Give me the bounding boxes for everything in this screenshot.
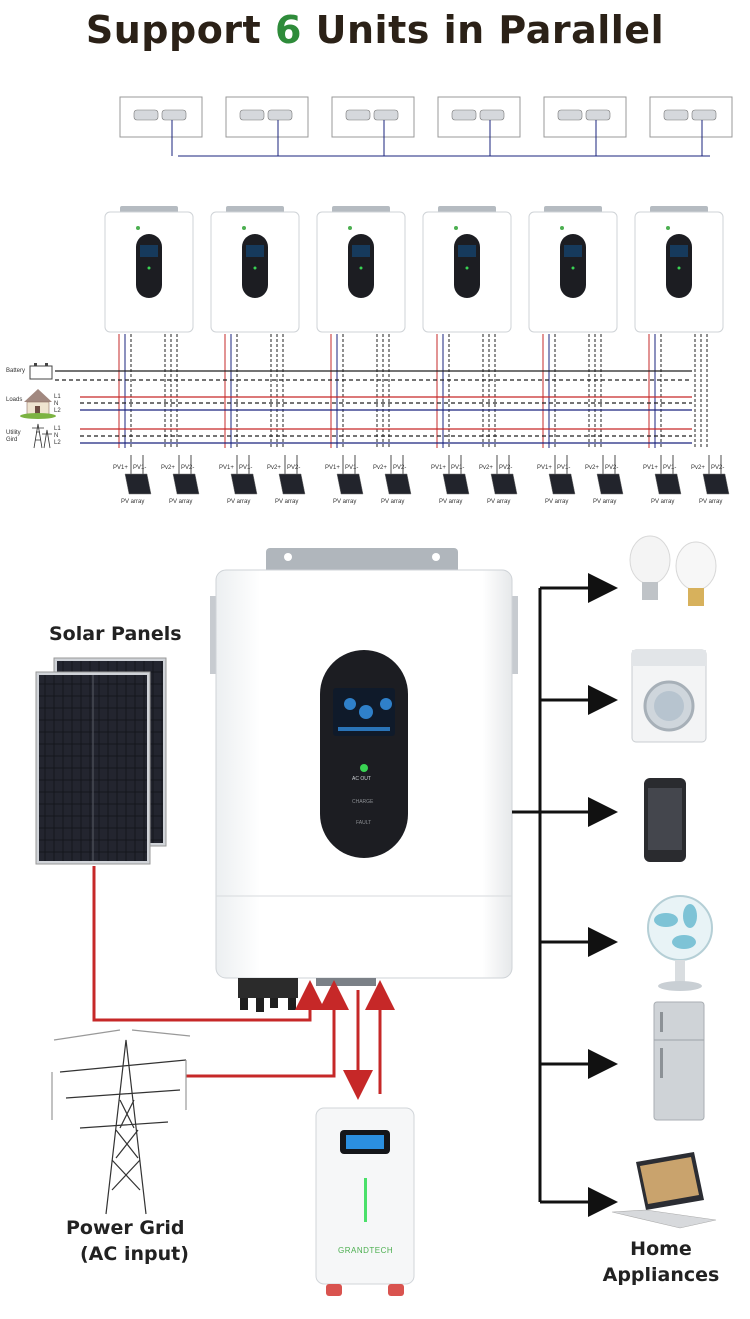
status-charge: CHARGE bbox=[352, 799, 374, 805]
laptop-icon bbox=[611, 1152, 717, 1229]
port-box bbox=[437, 96, 521, 156]
pv-array-label: PV array bbox=[651, 499, 675, 505]
pv-terminal-label: PV1+ bbox=[325, 465, 340, 471]
communication-ports bbox=[119, 96, 733, 157]
utility-tower-icon bbox=[32, 423, 52, 449]
pv-terminal-label: PV1+ bbox=[431, 465, 446, 471]
wire-label-l2-grid: L2 bbox=[54, 440, 61, 446]
battery-icon bbox=[29, 363, 53, 380]
smartphone-icon bbox=[644, 778, 686, 862]
pv-array-label: PV array bbox=[699, 499, 723, 505]
pv-terminal-label: Pv2+ bbox=[691, 465, 705, 471]
pv-array-label: PV array bbox=[545, 499, 569, 505]
pv-terminal-label: Pv2+ bbox=[161, 465, 175, 471]
parallel-inverter-unit bbox=[528, 206, 618, 448]
page-title: Support 6 Units in Parallel bbox=[0, 8, 750, 52]
pv-array-label: PV array bbox=[381, 499, 405, 505]
pv-array-label: PV array bbox=[169, 499, 193, 505]
battery-brand: GRANDTECH bbox=[338, 1246, 394, 1255]
parallel-inverter-unit bbox=[422, 206, 512, 448]
title-suffix: Units in Parallel bbox=[301, 8, 665, 52]
pv-terminal-label: PV2- bbox=[181, 465, 195, 471]
pv-array-label: PV array bbox=[487, 499, 511, 505]
light-bulbs-icon bbox=[629, 535, 717, 606]
port-box bbox=[543, 96, 627, 156]
parallel-inverter-unit bbox=[210, 206, 300, 448]
house-icon bbox=[20, 389, 56, 419]
wire-label-n: N bbox=[54, 401, 59, 407]
power-grid-label: Power Grid bbox=[66, 1217, 185, 1239]
pv-terminal-label: PV1- bbox=[663, 465, 677, 471]
power-tower-image bbox=[51, 1029, 191, 1215]
port-box bbox=[649, 96, 733, 156]
parallel-inverter-unit bbox=[104, 206, 194, 448]
parallel-inverter-unit bbox=[316, 206, 406, 448]
pv-terminal-label: PV2- bbox=[605, 465, 619, 471]
pv-terminal-label: PV1+ bbox=[113, 465, 128, 471]
parallel-wiring-diagram bbox=[20, 96, 733, 495]
solar-panels-label: Solar Panels bbox=[49, 623, 182, 645]
pv-terminal-label: PV1- bbox=[133, 465, 147, 471]
pv-terminal-label: PV1+ bbox=[537, 465, 552, 471]
pv-terminal-label: PV1- bbox=[345, 465, 359, 471]
pv-terminal-label: PV2- bbox=[393, 465, 407, 471]
wire-label-l1: L1 bbox=[54, 394, 61, 400]
pv-array-label: PV array bbox=[593, 499, 617, 505]
pv-terminal-label: PV2- bbox=[711, 465, 725, 471]
port-box bbox=[331, 96, 415, 156]
desk-fan-icon bbox=[647, 895, 713, 991]
wire-label-l1-grid: L1 bbox=[54, 426, 61, 432]
pv-array-label: PV array bbox=[439, 499, 463, 505]
ac-input-label: (AC input) bbox=[80, 1243, 189, 1265]
port-box bbox=[225, 96, 309, 156]
pv-terminal-label: Pv2+ bbox=[479, 465, 493, 471]
pv-array-label: PV array bbox=[227, 499, 251, 505]
pv-terminal-label: PV1+ bbox=[219, 465, 234, 471]
pv-array-pair bbox=[336, 455, 412, 495]
pv-terminal-label: PV2- bbox=[499, 465, 513, 471]
port-box bbox=[119, 96, 203, 156]
power-flow-lines bbox=[92, 866, 395, 1100]
status-fault: FAULT bbox=[356, 820, 372, 826]
pv-terminal-label: PV1- bbox=[239, 465, 253, 471]
washing-machine-icon bbox=[631, 649, 707, 743]
pv-array-label: PV array bbox=[333, 499, 357, 505]
pv-terminal-label: PV1- bbox=[557, 465, 571, 471]
title-prefix: Support bbox=[85, 8, 275, 52]
solar-panels-image bbox=[35, 657, 167, 865]
pv-terminal-label: PV1+ bbox=[643, 465, 658, 471]
parallel-inverter-unit bbox=[634, 206, 724, 448]
bus-lines bbox=[55, 370, 692, 444]
pv-terminal-label: Pv2+ bbox=[585, 465, 599, 471]
utility-grid-label: Utility Gird bbox=[6, 430, 21, 443]
battery-label: Battery bbox=[6, 368, 26, 374]
pv-array-pair bbox=[548, 455, 624, 495]
wire-label-l2: L2 bbox=[54, 408, 61, 414]
title-count: 6 bbox=[274, 8, 302, 52]
pv-terminal-label: PV1- bbox=[451, 465, 465, 471]
inverter-units bbox=[104, 206, 724, 448]
pv-array-pair bbox=[124, 455, 200, 495]
pv-array-pair bbox=[442, 455, 518, 495]
pv-terminal-label: Pv2+ bbox=[267, 465, 281, 471]
pv-array-label: PV array bbox=[275, 499, 299, 505]
loads-label: Loads bbox=[6, 397, 23, 403]
wire-label-n-grid: N bbox=[54, 433, 59, 439]
refrigerator-icon bbox=[653, 1001, 705, 1121]
pv-array-pair bbox=[654, 455, 730, 495]
pv-arrays bbox=[124, 455, 730, 495]
status-ac-out: AC OUT bbox=[352, 776, 371, 782]
pv-terminal-label: PV2- bbox=[287, 465, 301, 471]
pv-array-label: PV array bbox=[121, 499, 145, 505]
home-appliances-label: Home Appliances bbox=[602, 1238, 720, 1286]
pv-array-pair bbox=[230, 455, 306, 495]
output-bus bbox=[512, 573, 618, 1217]
pv-terminal-label: Pv2+ bbox=[373, 465, 387, 471]
battery-pack-image bbox=[315, 1107, 415, 1296]
